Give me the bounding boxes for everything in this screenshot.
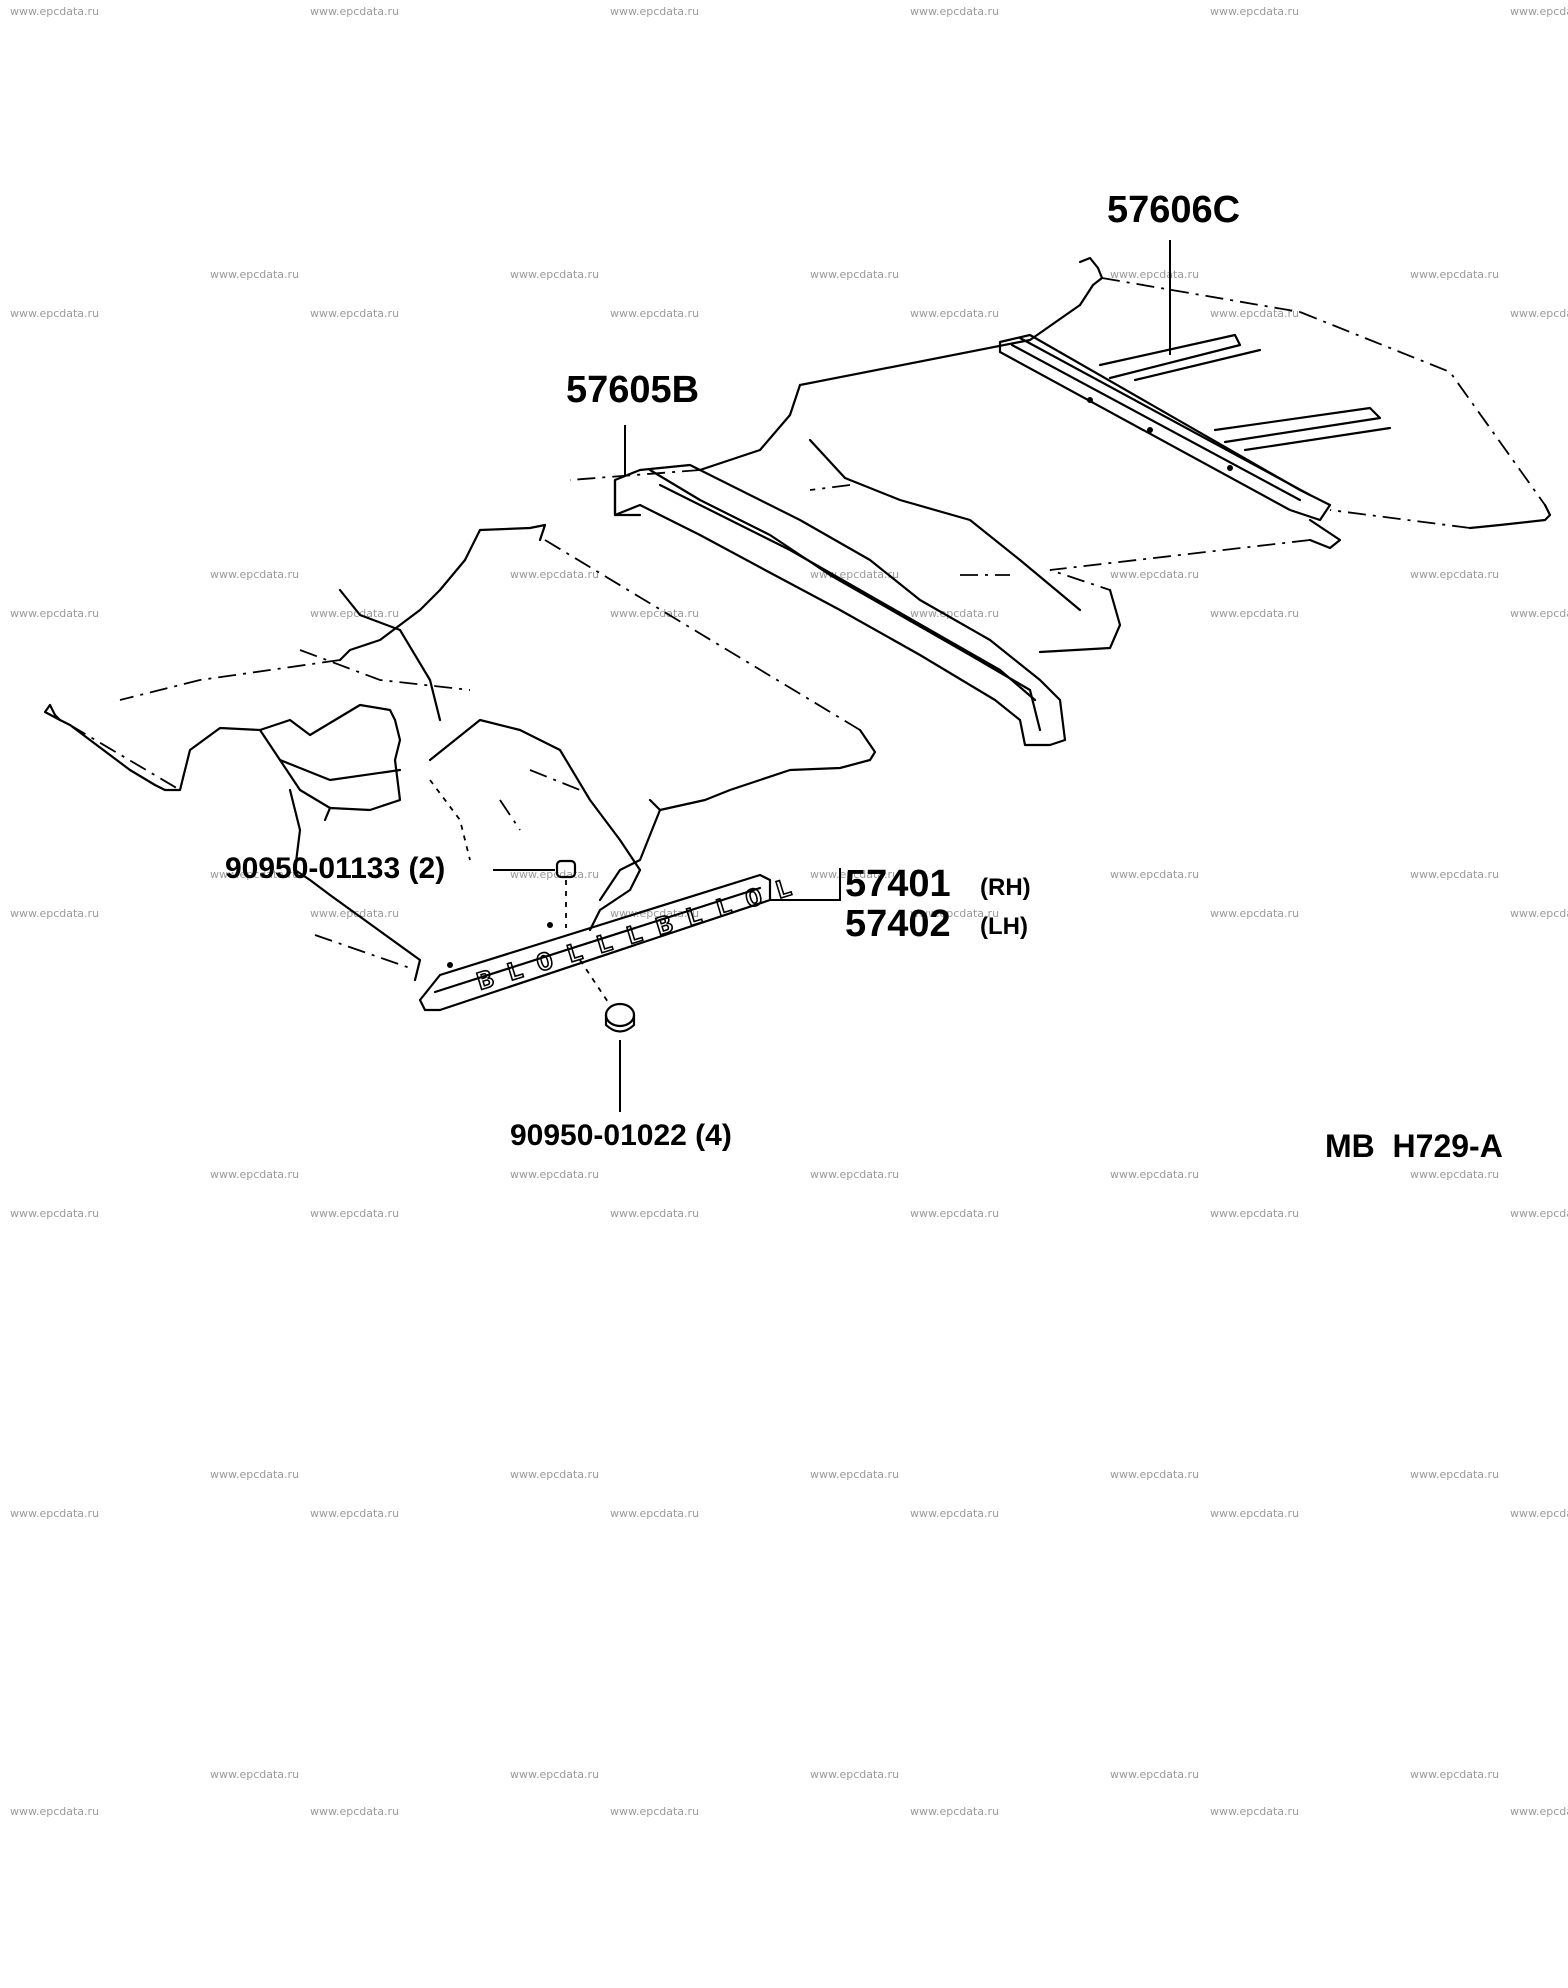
watermark-text: www.epcdata.ru <box>1510 1207 1568 1220</box>
watermark-text: www.epcdata.ru <box>510 568 599 581</box>
watermark-text: www.epcdata.ru <box>1210 1805 1299 1818</box>
watermark-text: www.epcdata.ru <box>610 1507 699 1520</box>
watermark-text: www.epcdata.ru <box>910 607 999 620</box>
watermark-text: www.epcdata.ru <box>210 868 299 881</box>
watermark-text: www.epcdata.ru <box>510 268 599 281</box>
watermark-text: www.epcdata.ru <box>310 307 399 320</box>
watermark-text: www.epcdata.ru <box>610 5 699 18</box>
watermark-text: www.epcdata.ru <box>310 607 399 620</box>
watermark-text: www.epcdata.ru <box>1110 1468 1199 1481</box>
watermark-text: www.epcdata.ru <box>1210 5 1299 18</box>
watermark-text: www.epcdata.ru <box>1410 268 1499 281</box>
watermark-text: www.epcdata.ru <box>1510 607 1568 620</box>
watermark-text: www.epcdata.ru <box>1210 307 1299 320</box>
watermark-text: www.epcdata.ru <box>910 1207 999 1220</box>
clip-01133-drawing <box>555 859 577 928</box>
callout-57402: 57402 <box>845 903 951 945</box>
callout-57605b: 57605B <box>566 369 699 411</box>
watermark-text: www.epcdata.ru <box>210 268 299 281</box>
watermark-text: www.epcdata.ru <box>610 1805 699 1818</box>
watermark-text: www.epcdata.ru <box>1410 1768 1499 1781</box>
watermark-text: www.epcdata.ru <box>1510 907 1568 920</box>
watermark-text: www.epcdata.ru <box>810 568 899 581</box>
watermark-text: www.epcdata.ru <box>610 307 699 320</box>
callout-57402-side: (LH) <box>980 913 1028 940</box>
callout-57401-side: (RH) <box>980 874 1031 901</box>
watermark-text: www.epcdata.ru <box>610 1207 699 1220</box>
watermark-text: www.epcdata.ru <box>510 868 599 881</box>
watermark-text: www.epcdata.ru <box>610 907 699 920</box>
watermark-text: www.epcdata.ru <box>1510 1507 1568 1520</box>
watermark-layer: www.epcdata.ru www.epcdata.ru www.epcdata.… <box>10 5 1568 1818</box>
watermark-text: www.epcdata.ru <box>610 607 699 620</box>
watermark-text: www.epcdata.ru <box>810 868 899 881</box>
watermark-text: www.epcdata.ru <box>910 5 999 18</box>
watermark-text: www.epcdata.ru <box>10 1805 99 1818</box>
watermark-text: www.epcdata.ru <box>1410 568 1499 581</box>
watermark-text: www.epcdata.ru <box>310 1805 399 1818</box>
watermark-text: www.epcdata.ru <box>10 307 99 320</box>
watermark-text: www.epcdata.ru <box>1210 907 1299 920</box>
watermark-text: www.epcdata.ru <box>10 607 99 620</box>
watermark-text: www.epcdata.ru <box>210 568 299 581</box>
scuff-plate-drawing: B L O L L L B L L O L <box>418 872 796 1012</box>
watermark-text: www.epcdata.ru <box>510 1468 599 1481</box>
watermark-text: www.epcdata.ru <box>1210 1207 1299 1220</box>
watermark-text: www.epcdata.ru <box>1110 268 1199 281</box>
front-floor-pan-drawing <box>43 523 877 982</box>
watermark-text: www.epcdata.ru <box>1110 1168 1199 1181</box>
watermark-text: www.epcdata.ru <box>810 268 899 281</box>
watermark-text: www.epcdata.ru <box>810 1768 899 1781</box>
watermark-text: www.epcdata.ru <box>310 1507 399 1520</box>
watermark-text: www.epcdata.ru <box>1410 1468 1499 1481</box>
grommet-01022-drawing <box>579 959 636 1033</box>
watermark-text: www.epcdata.ru <box>910 907 999 920</box>
watermark-text: www.epcdata.ru <box>810 1468 899 1481</box>
callout-57401: 57401 <box>845 863 951 905</box>
watermark-text: www.epcdata.ru <box>810 1168 899 1181</box>
watermark-text: www.epcdata.ru <box>10 5 99 18</box>
svg-text:B L O L L L B L L O L: B L O L L L B L L O L <box>474 873 796 997</box>
callout-90950-01133: 90950-01133 (2) <box>225 852 445 885</box>
callout-90950-01022: 90950-01022 (4) <box>510 1119 732 1152</box>
watermark-text: www.epcdata.ru <box>1210 607 1299 620</box>
watermark-text: www.epcdata.ru <box>1410 868 1499 881</box>
watermark-text: www.epcdata.ru <box>1110 1768 1199 1781</box>
callout-57606c: 57606C <box>1107 189 1240 231</box>
watermark-text: www.epcdata.ru <box>210 1168 299 1181</box>
watermark-text: www.epcdata.ru <box>510 1168 599 1181</box>
watermark-text: www.epcdata.ru <box>10 1507 99 1520</box>
watermark-text: www.epcdata.ru <box>1510 1805 1568 1818</box>
watermark-text: www.epcdata.ru <box>510 1768 599 1781</box>
watermark-text: www.epcdata.ru <box>1110 868 1199 881</box>
rear-floor-pan-drawing <box>569 256 1552 654</box>
watermark-text: www.epcdata.ru <box>310 1207 399 1220</box>
watermark-text: www.epcdata.ru <box>210 1468 299 1481</box>
watermark-text: www.epcdata.ru <box>1510 5 1568 18</box>
leader-lines <box>493 240 1171 1112</box>
watermark-text: www.epcdata.ru <box>910 307 999 320</box>
watermark-text: www.epcdata.ru <box>1510 307 1568 320</box>
watermark-text: www.epcdata.ru <box>910 1805 999 1818</box>
cross-member-drawing <box>613 463 1067 747</box>
watermark-text: www.epcdata.ru <box>310 5 399 18</box>
watermark-text: www.epcdata.ru <box>10 1207 99 1220</box>
watermark-text: www.epcdata.ru <box>1110 568 1199 581</box>
watermark-text: www.epcdata.ru <box>1410 1168 1499 1181</box>
figure-code: MB H729-A <box>1325 1128 1503 1164</box>
watermark-text: www.epcdata.ru <box>10 907 99 920</box>
watermark-text: www.epcdata.ru <box>1210 1507 1299 1520</box>
watermark-text: www.epcdata.ru <box>910 1507 999 1520</box>
watermark-text: www.epcdata.ru <box>210 1768 299 1781</box>
